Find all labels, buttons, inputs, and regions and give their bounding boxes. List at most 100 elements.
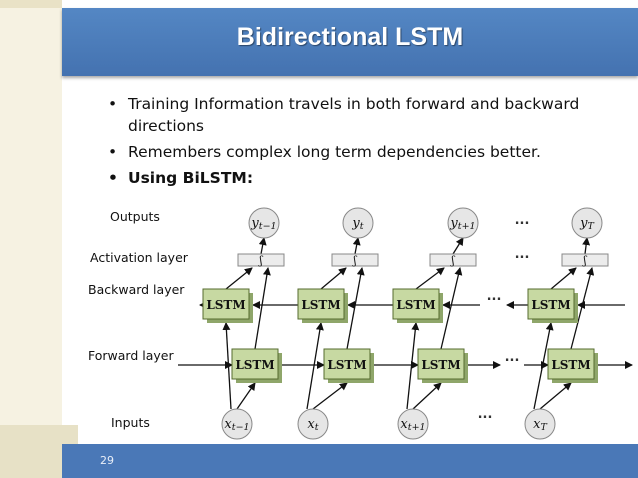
activation-to-output-arrow (258, 237, 267, 255)
inputs-label: Inputs (111, 415, 150, 430)
bullet-item: • Remembers complex long term dependenci… (108, 141, 608, 163)
input-node (297, 408, 329, 440)
output-node-label: yt−1 (250, 216, 276, 232)
bullet-text: Training Information travels in both for… (128, 95, 580, 135)
forward-lstm-cell: LSTM (323, 348, 374, 383)
forward-lstm-cell: LSTM (231, 348, 282, 383)
activation-cell: ʃ (237, 253, 285, 267)
input-to-backward-arrow (406, 322, 420, 410)
bullet-item: • Using BiLSTM: (108, 167, 608, 189)
output-node (248, 207, 280, 239)
lstm-cell-box (297, 288, 345, 320)
bullet-text: Using BiLSTM: (128, 169, 254, 187)
lstm-cell-box (392, 288, 440, 320)
activation-symbol: ʃ (258, 254, 264, 267)
input-to-forward-arrow (539, 382, 572, 410)
input-node-label: xt+1 (400, 417, 425, 433)
lstm-cell-box (547, 348, 595, 380)
output-node (342, 207, 374, 239)
left-strip-band (0, 0, 62, 8)
lstm-cell-box (527, 288, 575, 320)
backward-lstm-cell: LSTM (527, 288, 578, 323)
backward-layer-label: Backward layer (88, 282, 185, 297)
input-to-forward-arrow (236, 382, 256, 410)
backward-to-activation-arrow (550, 267, 577, 290)
input-node (397, 408, 429, 440)
slide-title: Bidirectional LSTM (236, 23, 464, 51)
output-node-label: yT (579, 216, 594, 232)
forward-layer-label: Forward layer (88, 348, 174, 363)
input-node-label: xt−1 (224, 417, 249, 433)
lstm-cell-box (417, 348, 465, 380)
input-to-backward-arrow (306, 322, 324, 410)
output-node (571, 207, 603, 239)
bullet-item: • Training Information travels in both f… (108, 93, 608, 137)
output-node-label: yt (351, 216, 363, 232)
backward-to-activation-arrow (415, 267, 445, 290)
input-node (524, 408, 556, 440)
activation-symbol: ʃ (582, 254, 588, 267)
input-node-label: xt (307, 417, 318, 433)
backward-lstm-cell: LSTM (202, 288, 253, 323)
backward-lstm-cell: LSTM (297, 288, 348, 323)
activation-symbol: ʃ (450, 254, 456, 267)
bullet-text: Remembers complex long term dependencies… (128, 143, 541, 161)
backward-ellipsis: ··· (487, 293, 502, 308)
input-to-backward-arrow (222, 322, 232, 410)
forward-to-activation-arrow (254, 267, 271, 350)
bilstm-diagram: LSTM LSTM ʃ yt−1 xt−1 LSTM LSTM ʃ yt xt LSTM LSTM ʃ y… (62, 196, 638, 444)
forward-to-activation-arrow (440, 267, 463, 350)
forward-ellipsis: ··· (505, 354, 520, 369)
lstm-cell-box (202, 288, 250, 320)
left-decorative-strip (0, 0, 62, 478)
bullet-list: • Training Information travels in both f… (108, 93, 608, 193)
input-to-forward-arrow (312, 382, 348, 410)
activation-layer-label: Activation layer (90, 250, 188, 265)
lstm-cell-box (231, 348, 279, 380)
lstm-cell-label: LSTM (206, 298, 245, 312)
activation-cell: ʃ (331, 253, 379, 267)
lstm-cell-label: LSTM (327, 358, 366, 372)
activation-to-output-arrow (452, 237, 464, 255)
lstm-cell-label: LSTM (396, 298, 435, 312)
activation-box (237, 253, 285, 267)
lstm-cell-label: LSTM (551, 358, 590, 372)
forward-to-activation-arrow (346, 267, 365, 350)
lstm-cell-label: LSTM (235, 358, 274, 372)
forward-lstm-cell: LSTM (417, 348, 468, 383)
activation-symbol: ʃ (352, 254, 358, 267)
output-ellipsis: ··· (515, 217, 530, 232)
input-node-label: xT (533, 417, 547, 433)
activation-cell: ʃ (429, 253, 477, 267)
backward-lstm-cell: LSTM (392, 288, 443, 323)
activation-box (331, 253, 379, 267)
title-bar: Bidirectional LSTM (62, 8, 638, 76)
activation-ellipsis: ··· (515, 251, 530, 266)
bullet-dot: • (108, 95, 118, 113)
backward-to-activation-arrow (225, 267, 253, 290)
lstm-cell-box (323, 348, 371, 380)
lstm-cell-label: LSTM (301, 298, 340, 312)
lstm-cell-label: LSTM (531, 298, 570, 312)
input-node (221, 408, 253, 440)
page-number: 29 (100, 454, 114, 467)
outputs-label: Outputs (110, 209, 160, 224)
backward-to-activation-arrow (320, 267, 347, 290)
footer-bar (62, 444, 638, 478)
activation-cell: ʃ (561, 253, 609, 267)
forward-to-activation-arrow (570, 267, 595, 350)
output-node (447, 207, 479, 239)
activation-to-output-arrow (352, 237, 361, 255)
lstm-cell-label: LSTM (421, 358, 460, 372)
bilstm-diagram-svg: LSTM LSTM ʃ yt−1 xt−1 LSTM LSTM ʃ yt xt LSTM LSTM ʃ y… (178, 207, 633, 440)
input-to-backward-arrow (533, 322, 554, 410)
activation-to-output-arrow (582, 237, 591, 255)
forward-lstm-cell: LSTM (547, 348, 598, 383)
activation-box (561, 253, 609, 267)
activation-box (429, 253, 477, 267)
output-node-label: yt+1 (449, 216, 475, 232)
bullet-dot: • (108, 143, 118, 161)
input-to-forward-arrow (412, 382, 442, 410)
bullet-dot: • (108, 169, 118, 187)
input-ellipsis: ··· (478, 411, 493, 426)
